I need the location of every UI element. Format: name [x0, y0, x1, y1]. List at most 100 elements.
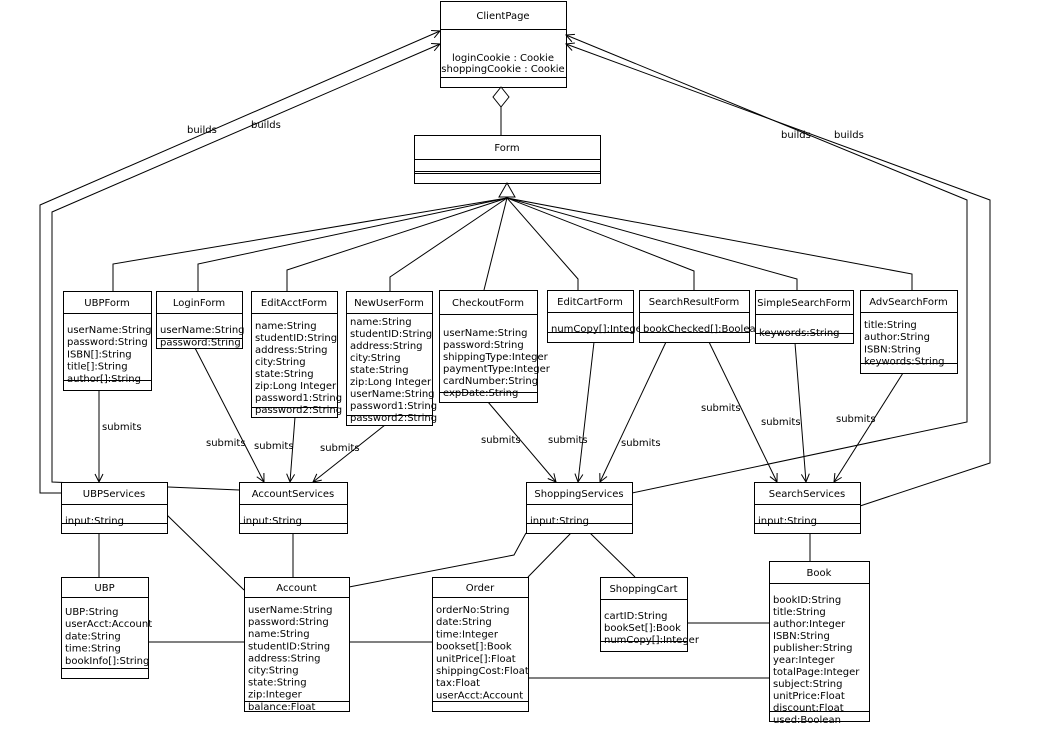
class-attribute: ISBN[]:String [67, 349, 132, 360]
class-name: AdvSearchForm [869, 297, 947, 308]
class-attribute: zip:Long Integer [255, 381, 337, 392]
class-attribute: author:String [864, 332, 930, 343]
class-attribute: userName:String [248, 605, 333, 616]
builds-label: builds [781, 130, 811, 141]
builds-arrowhead [431, 43, 442, 52]
class-form: Form [414, 135, 601, 184]
class-attribute: input:String [243, 516, 302, 527]
class-attribute: userName:String [443, 328, 528, 339]
class-name: NewUserForm [354, 298, 424, 309]
class-attribute: city:String [248, 666, 299, 677]
class-attribute: cardNumber:String [443, 376, 538, 387]
class-name: ShoppingServices [534, 489, 623, 500]
class-attribute: state:String [350, 365, 409, 376]
class-attribute: date:String [65, 631, 121, 642]
class-box-border [439, 290, 538, 403]
class-attribute: studentID:String [350, 329, 432, 340]
submits-arrowhead [256, 473, 265, 483]
class-name: ShoppingCart [609, 584, 677, 595]
class-attribute: unitPrice[]:Float [436, 654, 516, 665]
class-attribute: shippingCost:Float [436, 666, 529, 677]
class-attribute: subject:String [773, 679, 842, 690]
class-attribute: name:String [248, 629, 310, 640]
class-new-user-form: NewUserForm name:StringstudentID:Stringad… [346, 291, 437, 426]
class-account: AccountuserName:Stringpassword:Stringnam… [244, 577, 350, 713]
class-attribute: state:String [248, 678, 307, 689]
class-attribute: UBP:String [65, 607, 118, 618]
class-attribute: password2:String [350, 413, 437, 424]
class-attribute: unitPrice:Float [773, 691, 845, 702]
class-attribute: password:String [248, 617, 329, 628]
class-attribute: name:String [350, 317, 412, 328]
builds-label: builds [251, 120, 281, 131]
builds-arrowhead [564, 42, 575, 51]
submits-label: submits [836, 414, 876, 425]
builds-line-searchservices [565, 43, 991, 507]
class-attribute: city:String [350, 353, 401, 364]
class-attribute: input:String [758, 516, 817, 527]
class-attribute: time:String [65, 644, 121, 655]
relationship-markers [94, 30, 842, 484]
class-attribute: cartID:String [604, 611, 668, 622]
class-attribute: address:String [350, 341, 423, 352]
submits-label: submits [701, 403, 741, 414]
class-attribute: bookChecked[]:Boolean [643, 324, 762, 335]
class-attribute: orderNo:String [436, 605, 509, 616]
class-box-border [239, 482, 348, 534]
class-edit-acct-form: EditAcctFormname:StringstudentID:Stringa… [251, 291, 342, 418]
submits-searchresult-search-line [708, 341, 778, 483]
class-name: SearchResultForm [649, 297, 739, 308]
class-adv-search-form: AdvSearchFormtitle:Stringauthor:StringIS… [860, 290, 958, 374]
class-attribute: password:String [443, 340, 524, 351]
submits-label: submits [102, 422, 142, 433]
class-name: AccountServices [252, 489, 335, 500]
generalization-line [197, 197, 508, 291]
class-attribute: author:Integer [773, 619, 846, 630]
class-name: EditAcctForm [261, 298, 327, 309]
class-attribute: date:String [436, 617, 492, 628]
class-name: ClientPage [476, 11, 529, 22]
submits-label: submits [320, 443, 360, 454]
class-attribute: expDate:String [443, 388, 518, 399]
submits-arrowhead [574, 473, 584, 484]
submits-arrowhead [547, 473, 557, 483]
class-attribute: keywords:String [759, 328, 840, 339]
class-attribute: bookset[]:Book [436, 642, 512, 653]
class-ubp: UBP UBP:StringuserAcct:Accountdate:String… [61, 577, 152, 679]
class-attribute: userAcct:Account [65, 619, 152, 630]
generalization-line [483, 197, 508, 291]
generalization-line [112, 197, 508, 291]
class-name: UBP [94, 583, 114, 594]
class-attribute: studentID:String [255, 333, 337, 344]
class-box-border [547, 290, 634, 343]
class-attribute: password2:String [255, 405, 342, 416]
generalization-line [286, 197, 508, 291]
builds-line-ubpservices [39, 30, 441, 494]
class-attribute: author[]:String [67, 374, 141, 385]
class-name: UBPForm [84, 298, 129, 309]
class-attribute: numCopy[]:Integer [551, 324, 647, 335]
class-attribute: address:String [255, 345, 328, 356]
class-box-border [61, 577, 149, 679]
class-attribute: publisher:String [773, 643, 852, 654]
composition-diamond [492, 86, 510, 108]
submits-arrowhead [800, 473, 810, 484]
class-search-services: SearchServices input:String [754, 482, 861, 534]
class-name: LoginForm [173, 298, 225, 309]
class-name: UBPServices [83, 489, 145, 500]
class-attribute: used:Boolean [773, 715, 841, 726]
class-name: SearchServices [769, 489, 846, 500]
class-attribute: shoppingCookie : Cookie [441, 64, 564, 75]
class-attribute: password:String [67, 337, 148, 348]
class-name: CheckoutForm [452, 298, 524, 309]
generalization-line [506, 197, 579, 290]
class-attribute: year:Integer [773, 655, 835, 666]
submits-label: submits [481, 435, 521, 446]
submits-label: submits [254, 441, 294, 452]
class-attribute: totalPage:Integer [773, 667, 860, 678]
